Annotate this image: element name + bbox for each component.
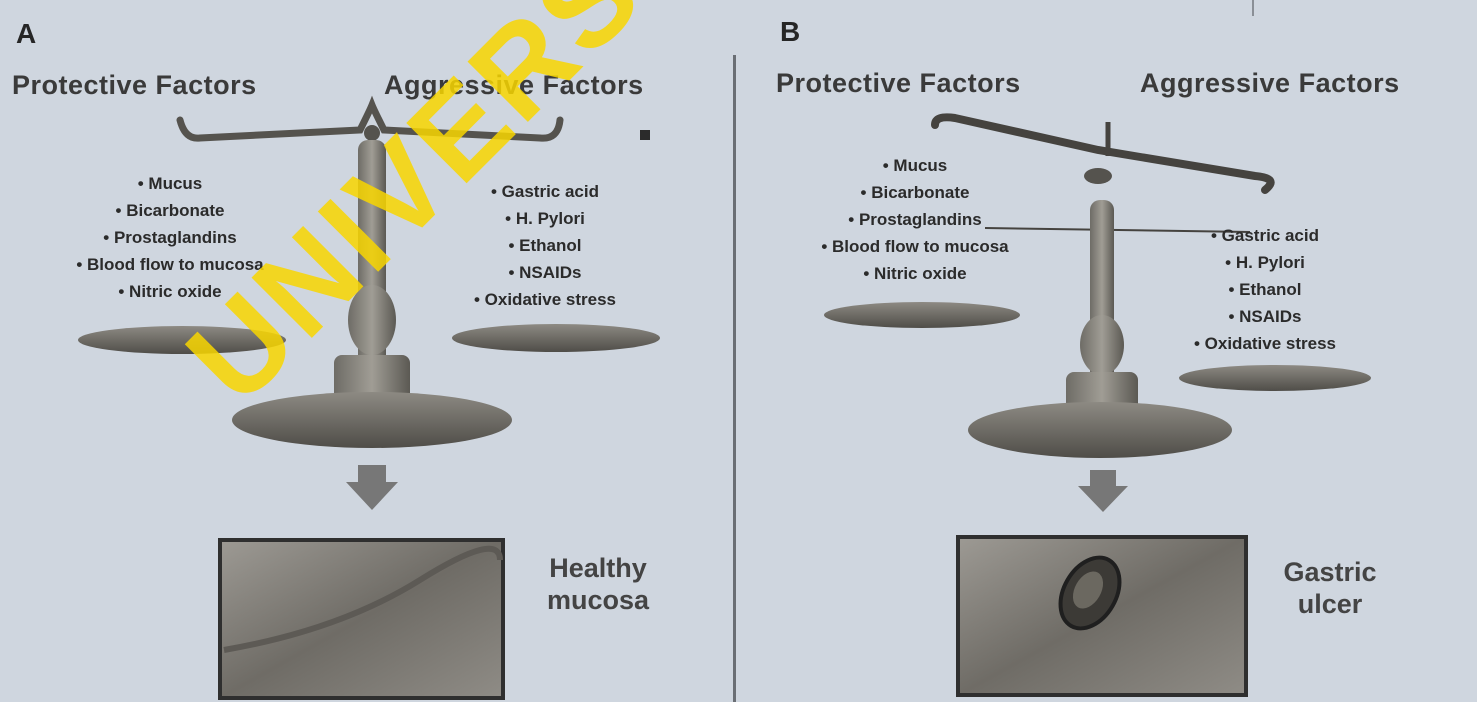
list-item: Mucus <box>10 170 330 197</box>
panel-a-letter: A <box>16 18 36 50</box>
list-item: Nitric oxide <box>10 278 330 305</box>
list-item: Blood flow to mucosa <box>755 233 1075 260</box>
panel-b-outcome: Gastric ulcer <box>1260 556 1400 620</box>
top-tick <box>1252 0 1254 16</box>
panel-b-aggressive-list: Gastric acid H. Pylori Ethanol NSAIDs Ox… <box>1140 222 1390 357</box>
panel-a-protective-heading: Protective Factors <box>12 70 257 101</box>
panel-b-protective-list: Mucus Bicarbonate Prostaglandins Blood f… <box>755 152 1075 287</box>
panel-a-aggressive-heading: Aggressive Factors <box>384 70 644 101</box>
list-item: NSAIDs <box>1140 303 1390 330</box>
outcome-line-1: Healthy <box>528 552 668 584</box>
outcome-line-2: ulcer <box>1260 588 1400 620</box>
list-item: Prostaglandins <box>755 206 1075 233</box>
outcome-line-2: mucosa <box>528 584 668 616</box>
list-item: Bicarbonate <box>755 179 1075 206</box>
panel-b-letter: B <box>780 16 800 48</box>
panel-b-aggressive-heading: Aggressive Factors <box>1140 68 1400 99</box>
list-item: Nitric oxide <box>755 260 1075 287</box>
healthy-mucosa-image <box>220 540 503 698</box>
outcome-line-1: Gastric <box>1260 556 1400 588</box>
list-item: NSAIDs <box>420 259 670 286</box>
list-item: Blood flow to mucosa <box>10 251 330 278</box>
list-item: Oxidative stress <box>1140 330 1390 357</box>
panel-a-protective-list: Mucus Bicarbonate Prostaglandins Blood f… <box>10 170 330 305</box>
list-item: Ethanol <box>420 232 670 259</box>
list-item: Bicarbonate <box>10 197 330 224</box>
panel-a-outcome: Healthy mucosa <box>528 552 668 616</box>
list-item: Mucus <box>755 152 1075 179</box>
list-item: H. Pylori <box>420 205 670 232</box>
list-item: Ethanol <box>1140 276 1390 303</box>
list-item: Gastric acid <box>420 178 670 205</box>
list-item: Gastric acid <box>1140 222 1390 249</box>
list-item: H. Pylori <box>1140 249 1390 276</box>
panel-a-aggressive-list: Gastric acid H. Pylori Ethanol NSAIDs Ox… <box>420 178 670 313</box>
list-item: Oxidative stress <box>420 286 670 313</box>
list-item: Prostaglandins <box>10 224 330 251</box>
panel-b-protective-heading: Protective Factors <box>776 68 1021 99</box>
panel-divider <box>733 55 736 702</box>
